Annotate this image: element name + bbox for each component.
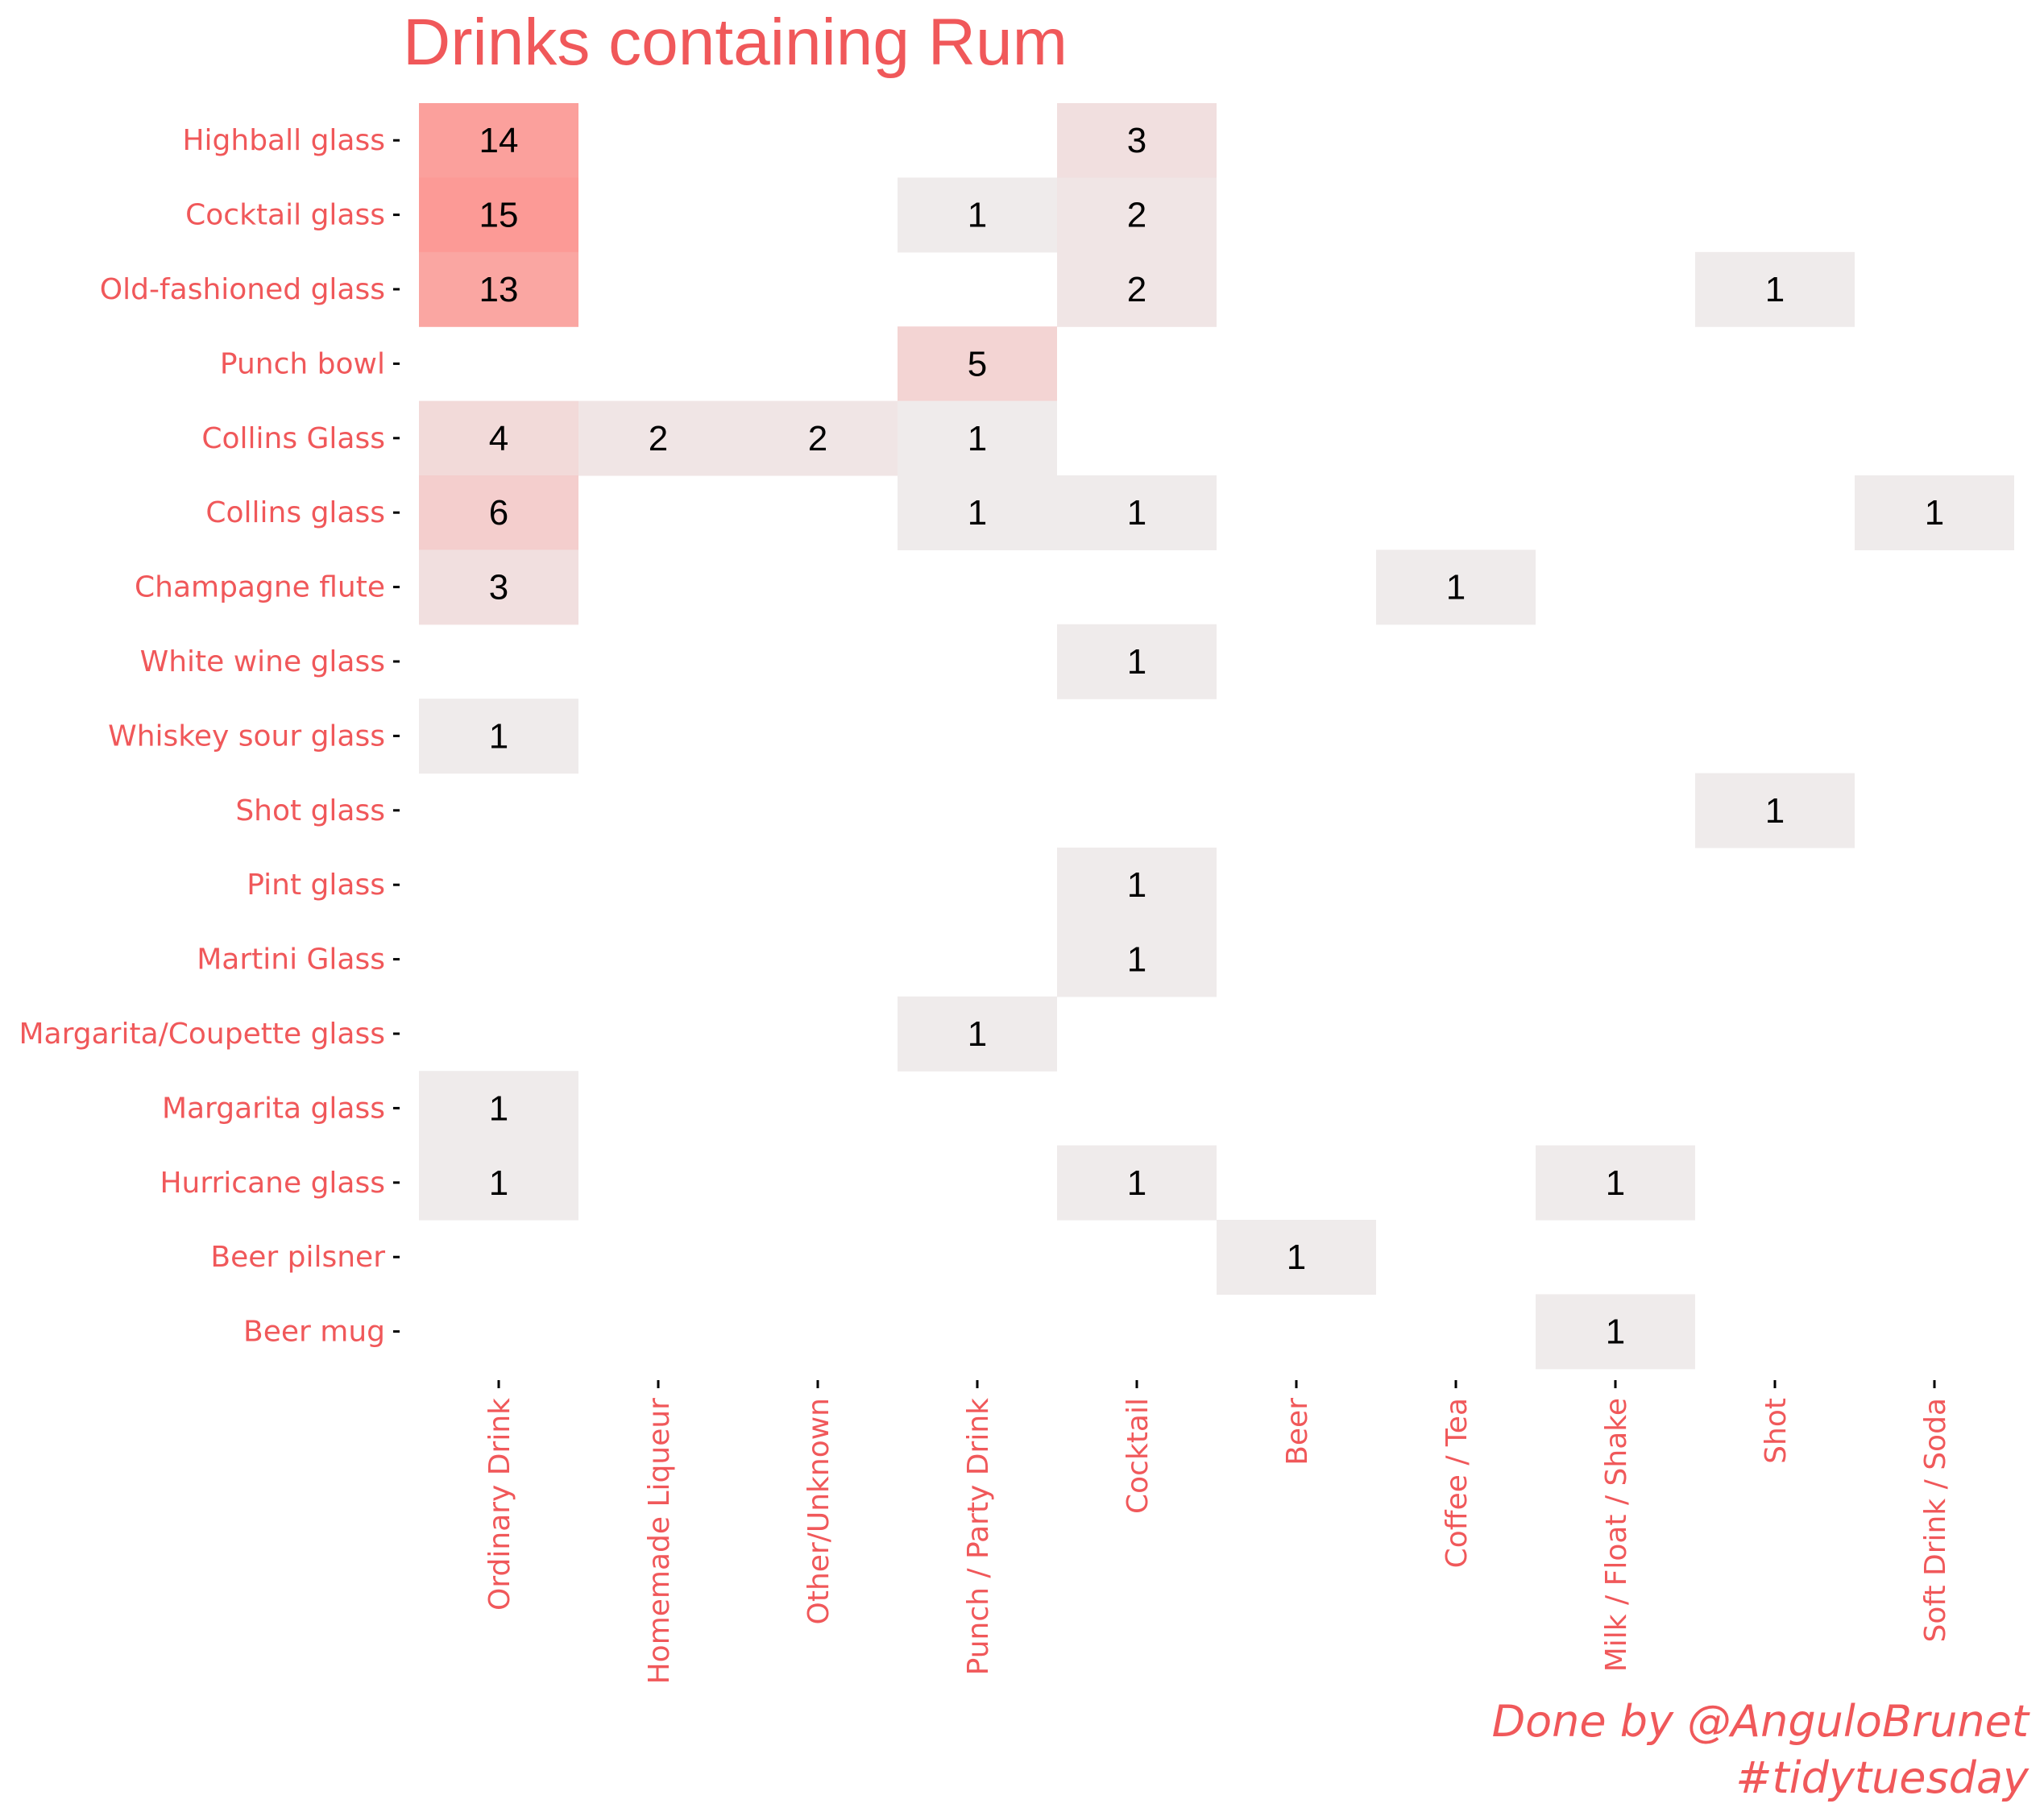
heatmap-cell — [419, 177, 578, 253]
x-tick-label-coffee-tea: Coffee / Tea — [1441, 1398, 1474, 1568]
cell-value-label: 6 — [489, 493, 508, 533]
x-tick-label-milk-float-shake: Milk / Float / Shake — [1600, 1398, 1633, 1672]
y-tick-label-punch-bowl: Punch bowl — [220, 347, 385, 380]
cell-value-label: 1 — [1287, 1238, 1306, 1277]
heatmap-cell — [1057, 624, 1217, 699]
cell-value-label: 1 — [1446, 568, 1466, 607]
cell-value-label: 2 — [1127, 196, 1146, 235]
caption-author: Done by @AnguloBrunet — [1492, 1696, 2030, 1747]
y-tick-label-cocktail-glass: Cocktail glass — [185, 199, 385, 232]
y-tick-label-collins-glass: Collins glass — [205, 496, 385, 529]
heatmap-cell — [1695, 251, 1855, 327]
heatmap-cell — [1057, 177, 1217, 253]
y-tick-label-margarita-glass: Margarita glass — [162, 1092, 385, 1125]
heatmap-cell — [578, 400, 738, 476]
heatmap-cell — [419, 251, 578, 327]
cell-value-label: 1 — [968, 1014, 987, 1054]
heatmap-cell — [1376, 549, 1536, 625]
cell-value-label: 1 — [1925, 493, 1944, 533]
y-tick-label-martini-glass: Martini Glass — [197, 943, 385, 976]
y-tick-label-collins-glass: Collins Glass — [201, 422, 385, 455]
heatmap-cell — [1855, 475, 2014, 550]
cell-value-label: 1 — [1606, 1163, 1625, 1203]
heatmap-cell — [419, 475, 578, 550]
x-tick-label-soft-drink-soda: Soft Drink / Soda — [1919, 1398, 1952, 1642]
x-tick-label-beer: Beer — [1281, 1398, 1314, 1466]
heatmap-cell — [1217, 1220, 1376, 1295]
heatmap-cell — [1057, 475, 1217, 550]
y-tick-label-beer-pilsner: Beer pilsner — [210, 1241, 385, 1274]
cell-value-label: 1 — [489, 1088, 508, 1128]
heatmap-cell — [419, 549, 578, 625]
cell-value-label: 1 — [1127, 865, 1146, 905]
cell-value-label: 3 — [1127, 121, 1146, 160]
cell-value-label: 1 — [1127, 940, 1146, 980]
heatmap-cell — [1057, 251, 1217, 327]
x-tick-label-other-unknown: Other/Unknown — [802, 1398, 835, 1624]
cell-value-label: 5 — [968, 344, 987, 384]
heatmap-cell — [898, 475, 1057, 550]
cell-value-label: 4 — [489, 419, 508, 458]
x-tick-label-shot: Shot — [1760, 1398, 1793, 1464]
cell-value-label: 1 — [1127, 642, 1146, 682]
chart-title: Drinks containing Rum — [403, 6, 1068, 79]
y-tick-label-white-wine-glass: White wine glass — [140, 645, 385, 678]
cell-value-label: 2 — [808, 419, 827, 458]
y-tick-label-highball-glass: Highball glass — [182, 124, 385, 157]
heatmap-cell — [419, 699, 578, 774]
x-tick-label-cocktail: Cocktail — [1122, 1398, 1155, 1514]
heatmap-cell — [419, 1145, 578, 1221]
cell-value-label: 1 — [489, 716, 508, 756]
cell-value-label: 1 — [968, 419, 987, 458]
heatmap-cell — [419, 103, 578, 178]
heatmap-cell — [419, 1071, 578, 1146]
cell-value-label: 1 — [1127, 493, 1146, 533]
heatmap-cell — [738, 400, 898, 476]
cell-value-label: 1 — [1765, 791, 1785, 831]
cell-value-label: 1 — [1606, 1312, 1625, 1352]
heatmap-cell — [898, 400, 1057, 476]
x-tick-label-ordinary-drink: Ordinary Drink — [483, 1398, 516, 1611]
y-tick-label-beer-mug: Beer mug — [243, 1316, 385, 1349]
y-tick-label-old-fashioned-glass: Old-fashioned glass — [100, 273, 385, 306]
heatmap-cell — [1057, 1145, 1217, 1221]
heatmap-cell — [1536, 1145, 1695, 1221]
cell-value-label: 1 — [1127, 1163, 1146, 1203]
y-tick-label-margarita-coupette-glass: Margarita/Coupette glass — [19, 1018, 385, 1051]
heatmap-cell — [1057, 922, 1217, 997]
heatmap-cell — [898, 177, 1057, 253]
heatmap-cell — [898, 326, 1057, 402]
cell-value-label: 3 — [489, 568, 508, 607]
heatmap-cell — [419, 400, 578, 476]
y-tick-label-champagne-flute: Champagne flute — [135, 571, 385, 604]
x-tick-label-punch-party-drink: Punch / Party Drink — [962, 1398, 995, 1675]
y-tick-label-pint-glass: Pint glass — [247, 869, 385, 902]
cell-value-label: 1 — [1765, 270, 1785, 309]
cell-value-label: 1 — [489, 1163, 508, 1203]
cell-value-label: 1 — [968, 493, 987, 533]
heatmap-cell — [898, 996, 1057, 1072]
cell-value-label: 15 — [479, 196, 519, 235]
cell-value-label: 2 — [649, 419, 668, 458]
cell-value-label: 13 — [479, 270, 519, 309]
y-tick-label-whiskey-sour-glass: Whiskey sour glass — [108, 719, 385, 753]
y-tick-label-shot-glass: Shot glass — [235, 794, 385, 827]
heatmap-cell — [1057, 848, 1217, 923]
x-axis: Ordinary Drink Homemade Liqueur Other/Unkn… — [483, 1380, 1952, 1684]
caption-hashtag: #tidytuesday — [1735, 1752, 2029, 1803]
cell-value-label: 14 — [479, 121, 519, 160]
heatmap-cell — [1536, 1294, 1695, 1370]
x-tick-label-homemade-liqueur: Homemade Liqueur — [643, 1398, 676, 1685]
y-tick-label-hurricane-glass: Hurricane glass — [160, 1167, 385, 1200]
cell-value-label: 1 — [968, 196, 987, 235]
heatmap-cell — [1057, 103, 1217, 178]
heatmap-cell — [1695, 773, 1855, 848]
cell-value-label: 2 — [1127, 270, 1146, 309]
